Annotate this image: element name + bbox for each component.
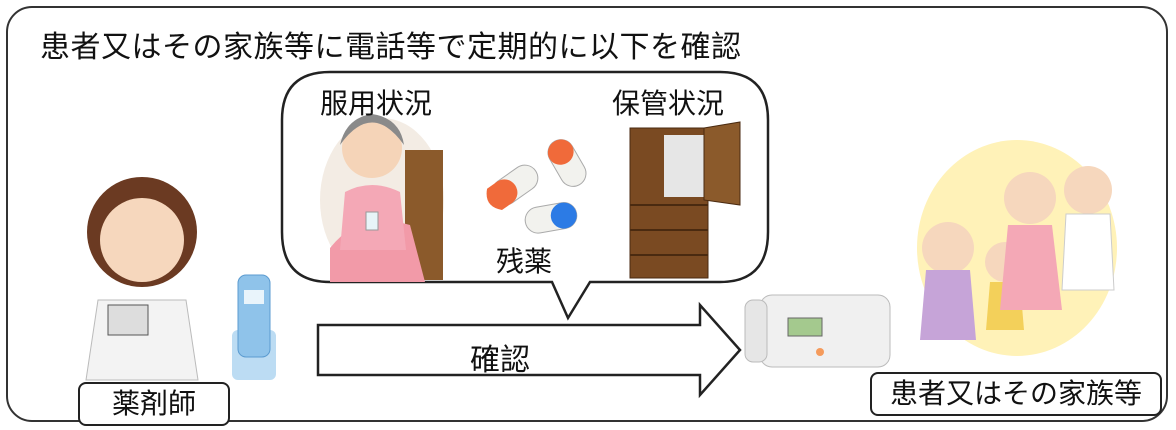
medication-status-label: 服用状況 bbox=[320, 87, 433, 120]
desk-phone-icon bbox=[744, 294, 891, 368]
patient-family-illustration bbox=[917, 140, 1117, 356]
confirm-arrow-label: 確認 bbox=[470, 343, 530, 378]
patient-family-label: 患者又はその家族等 bbox=[870, 372, 1162, 416]
pharmacist-label: 薬剤師 bbox=[78, 382, 230, 426]
pharmacist-illustration bbox=[85, 177, 199, 381]
page-title: 患者又はその家族等に電話等で定期的に以下を確認 bbox=[40, 30, 742, 65]
pills-illustration bbox=[486, 139, 587, 234]
leftover-medicine-label: 残薬 bbox=[496, 245, 553, 278]
storage-status-label: 保管状況 bbox=[612, 87, 725, 120]
storage-cabinet-illustration bbox=[629, 121, 741, 279]
confirm-arrow bbox=[316, 301, 742, 399]
elderly-woman-illustration bbox=[320, 114, 444, 282]
cordless-phone-icon bbox=[232, 274, 276, 380]
